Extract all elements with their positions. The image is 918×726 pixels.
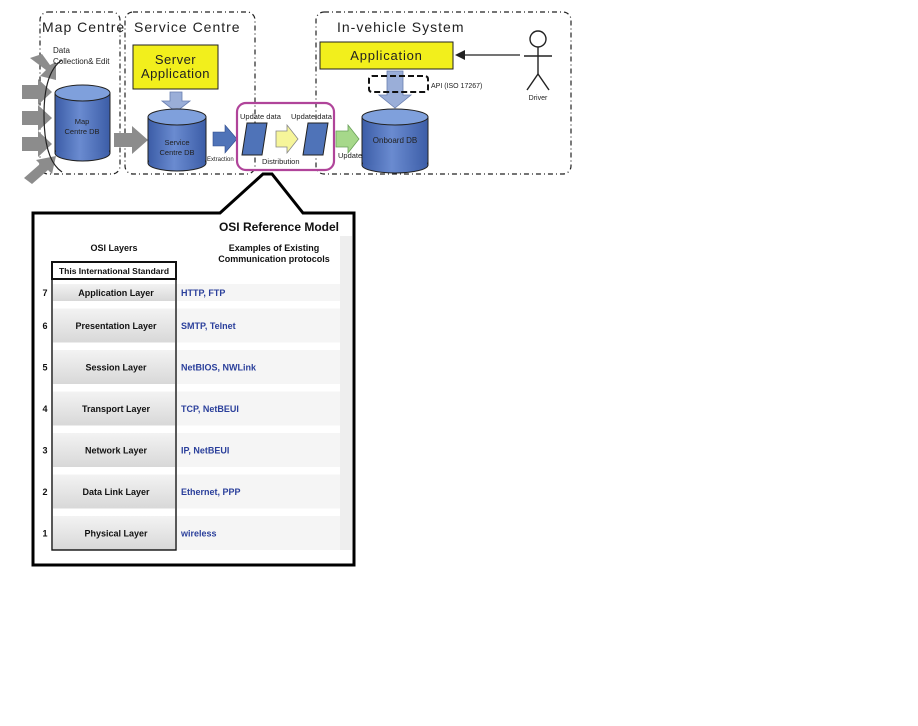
osi-protocol-examples: HTTP, FTP — [181, 288, 225, 298]
osi-layer-number: 3 — [42, 446, 47, 456]
osi-layer-number: 5 — [42, 363, 47, 373]
osi-layer-cell — [53, 433, 175, 467]
map-to-service-arrow — [114, 126, 148, 154]
collection-arrow-1 — [30, 54, 56, 80]
osi-layer-cell — [53, 350, 175, 384]
osi-layer-name: Physical Layer — [84, 529, 148, 539]
distribution-label: Distribution — [262, 157, 300, 166]
in-vehicle-title: In-vehicle System — [337, 19, 464, 35]
application-box — [319, 41, 454, 70]
osi-rows: 7 Application Layer HTTP, FTP 6 Presentation… — [42, 284, 340, 550]
onboard-db-label: Onboard DB — [373, 136, 417, 145]
update-data-parallelogram-2 — [302, 122, 329, 156]
osi-protocol-cell — [177, 516, 340, 550]
collection-arrow-4 — [22, 131, 52, 157]
osi-layer-cell — [53, 474, 175, 509]
driver-icon — [524, 30, 552, 91]
osi-layer-name: Network Layer — [85, 446, 148, 456]
osi-protocol-examples: NetBIOS, NWLink — [181, 363, 257, 373]
osi-right-shading — [340, 236, 352, 550]
distribution-box — [235, 101, 336, 172]
server-app-label-1: Server — [155, 52, 196, 67]
service-db-label-2: Centre DB — [159, 148, 194, 157]
osi-layers-header: OSI Layers — [90, 243, 137, 253]
onboard-db: Onboard DB — [361, 108, 429, 174]
osi-layer-name: Transport Layer — [82, 404, 151, 414]
service-centre-title: Service Centre — [134, 19, 241, 35]
osi-protocol-cell — [177, 474, 340, 509]
service-db-label-1: Service — [164, 138, 189, 147]
osi-layer-number: 7 — [42, 288, 47, 298]
server-app-label-2: Application — [141, 66, 210, 81]
service-centre-region — [124, 11, 256, 175]
data-collection-label-2: Collection& Edit — [53, 57, 110, 66]
api-label: API (ISO 17267) — [431, 83, 482, 90]
update-data-label-1: Update data — [240, 112, 282, 121]
osi-layer-cell — [53, 391, 175, 426]
map-centre-db: Map Centre DB — [54, 84, 111, 162]
collection-arrow-5 — [24, 156, 56, 184]
osi-layer-name: Presentation Layer — [75, 321, 157, 331]
server-application-box — [132, 44, 219, 90]
server-to-db-arrow — [160, 91, 192, 113]
update-label: Update — [338, 151, 362, 160]
update-data-parallelogram-1 — [241, 122, 268, 156]
update-data-label-2: Update data — [291, 112, 333, 121]
osi-layer-cell — [53, 284, 175, 301]
osi-protocol-examples: wireless — [180, 529, 217, 539]
standard-label: This International Standard — [59, 266, 169, 276]
osi-layer-name: Session Layer — [85, 363, 147, 373]
osi-layer-cell — [53, 516, 175, 550]
examples-header-2: Communication protocols — [218, 254, 330, 264]
application-label: Application — [350, 48, 422, 63]
update-arrow — [335, 123, 360, 155]
osi-protocol-examples: IP, NetBEUI — [181, 446, 229, 456]
osi-title: OSI Reference Model — [219, 220, 339, 234]
map-centre-bracket — [43, 59, 63, 173]
map-db-label-1: Map — [75, 117, 90, 126]
examples-header-1: Examples of Existing — [229, 243, 320, 253]
osi-protocol-examples: TCP, NetBEUI — [181, 404, 239, 414]
distribution-arrow — [275, 123, 299, 155]
driver-to-app-arrowhead — [455, 50, 465, 60]
osi-layer-name: Data Link Layer — [82, 487, 150, 497]
extraction-arrow — [212, 124, 238, 154]
map-centre-title: Map Centre — [42, 19, 125, 35]
collection-arrow-3 — [22, 105, 52, 131]
osi-layer-cell — [53, 308, 175, 343]
osi-protocol-cell — [177, 433, 340, 467]
osi-protocol-examples: SMTP, Telnet — [181, 321, 236, 331]
osi-layer-number: 1 — [42, 529, 47, 539]
osi-protocol-examples: Ethernet, PPP — [181, 487, 241, 497]
osi-protocol-cell — [177, 350, 340, 384]
osi-layer-name: Application Layer — [78, 288, 154, 298]
osi-protocol-cell — [177, 391, 340, 426]
osi-layer-number: 4 — [42, 404, 47, 414]
map-db-label-2: Centre DB — [64, 127, 99, 136]
extraction-label: Extraction — [207, 157, 234, 163]
standard-label-box — [51, 261, 177, 280]
in-vehicle-region — [315, 11, 572, 175]
driver-label: Driver — [529, 95, 548, 102]
osi-layer-number: 2 — [42, 487, 47, 497]
osi-protocol-cell — [177, 308, 340, 343]
data-collection-label-1: Data — [53, 46, 70, 55]
osi-layer-number: 6 — [42, 321, 47, 331]
service-centre-db: Service Centre DB — [147, 108, 207, 172]
osi-protocol-cell — [177, 284, 340, 301]
